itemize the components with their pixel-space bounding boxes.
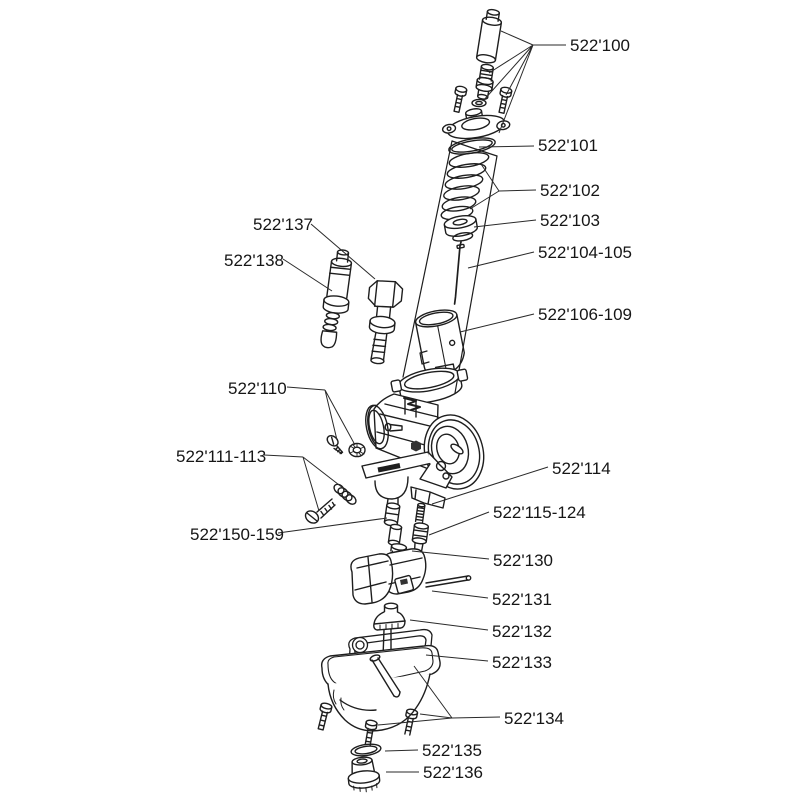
- leader-522-115-124: [428, 511, 490, 536]
- label-522-131: 522'131: [492, 590, 552, 609]
- label-522-133: 522'133: [492, 653, 552, 672]
- leader-522-106-109: [459, 313, 535, 333]
- leader-522-100: [482, 30, 566, 134]
- leader-522-132: [409, 619, 489, 631]
- leader-522-103: [473, 219, 537, 228]
- leader-522-101: [478, 145, 535, 148]
- leader-522-102: [469, 163, 537, 210]
- bowl-screw-1: [317, 702, 333, 731]
- body-label-mark: [377, 463, 401, 473]
- spring-seat: [443, 215, 478, 242]
- label-522-106-109: 522'106-109: [538, 305, 632, 324]
- label-522-103: 522'103: [540, 211, 600, 230]
- body-side-screw: [384, 422, 403, 432]
- lock-nut: [471, 98, 487, 108]
- float-assembly: [350, 548, 472, 605]
- leader-522-111-113: [263, 454, 344, 512]
- cable-adjuster: [475, 63, 494, 100]
- slide-chamber-outline: [402, 140, 498, 394]
- label-522-114: 522'114: [552, 459, 611, 478]
- part-labels: 522'100 522'101 522'102 522'103 522'104-…: [176, 36, 632, 782]
- cable-adjuster-cap: [475, 8, 503, 64]
- label-522-130: 522'130: [493, 551, 553, 570]
- brand-logo-mark: [403, 397, 421, 411]
- label-522-135: 522'135: [422, 741, 482, 760]
- leader-522-131: [431, 590, 489, 599]
- label-522-101: 522'101: [538, 136, 598, 155]
- label-522-134: 522'134: [504, 709, 564, 728]
- mixture-screw: [304, 498, 336, 524]
- body-hex-plug: [411, 440, 421, 452]
- slide-spring: [440, 152, 490, 221]
- leader-522-133: [425, 654, 489, 662]
- leader-522-110: [286, 386, 356, 446]
- float-bowl: [320, 644, 441, 732]
- label-522-102: 522'102: [540, 181, 600, 200]
- label-522-150-159: 522'150-159: [190, 525, 284, 544]
- leader-522-137: [310, 223, 376, 280]
- label-522-138: 522'138: [224, 251, 284, 270]
- leader-522-104-105: [467, 251, 535, 269]
- cover-screw-right: [498, 86, 513, 114]
- drain-plug: [347, 756, 381, 793]
- label-522-115-124: 522'115-124: [493, 503, 586, 522]
- label-522-104-105: 522'104-105: [538, 243, 632, 262]
- float-valve-seat: [373, 602, 406, 660]
- choke-plunger: [320, 249, 353, 349]
- label-522-136: 522'136: [423, 763, 483, 782]
- leader-522-150-159: [277, 517, 388, 534]
- mixture-screw-spring: [333, 483, 357, 505]
- top-cover: [441, 108, 511, 140]
- leader-lines: [263, 30, 566, 773]
- throttle-stop-screw: [367, 280, 404, 365]
- cover-screw-left: [453, 85, 468, 113]
- body-right-screw: [435, 460, 447, 472]
- label-522-111-113: 522'111-113: [176, 447, 266, 466]
- label-522-132: 522'132: [492, 622, 552, 641]
- leader-522-114: [431, 466, 549, 505]
- bowl-screw-2: [364, 719, 378, 746]
- label-522-100: 522'100: [570, 36, 630, 55]
- label-522-110: 522'110: [228, 379, 287, 398]
- part-drawings: [304, 8, 513, 793]
- leader-522-138: [282, 258, 333, 292]
- leader-522-135: [384, 749, 419, 752]
- label-522-137: 522'137: [253, 215, 313, 234]
- drain-washer: [350, 743, 382, 757]
- leader-522-134: [377, 665, 501, 726]
- carburetor-body: [361, 393, 485, 507]
- idle-screw-parts: [326, 434, 366, 458]
- jet-needle: [453, 241, 465, 305]
- mixture-screw-parts: [304, 483, 357, 524]
- leader-522-130: [411, 550, 490, 560]
